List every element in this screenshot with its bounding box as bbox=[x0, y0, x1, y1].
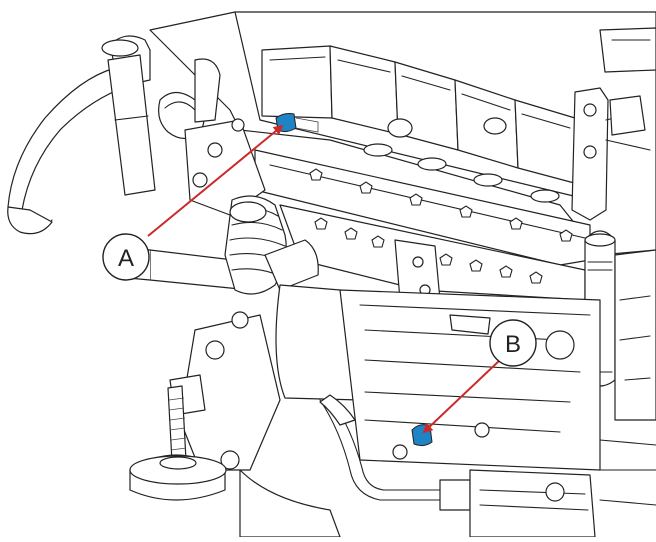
left-bracket bbox=[184, 118, 266, 216]
mounting-plate bbox=[394, 239, 441, 309]
intake-manifold bbox=[254, 143, 591, 266]
callout-b: B bbox=[489, 319, 537, 367]
valve-cover bbox=[149, 11, 656, 256]
intake-pipe bbox=[7, 35, 156, 235]
callout-b-label: B bbox=[505, 331, 521, 358]
hose-clamp bbox=[158, 58, 221, 140]
lower-pipes bbox=[239, 394, 656, 538]
filter-housing bbox=[275, 284, 601, 471]
callout-a: A bbox=[102, 233, 150, 281]
lifting-bracket bbox=[571, 87, 651, 221]
engine-mount bbox=[129, 311, 281, 501]
callout-a-label: A bbox=[118, 245, 134, 272]
callout-a-arrow bbox=[147, 124, 284, 237]
corrugated-boot bbox=[224, 195, 319, 295]
callout-b-arrow bbox=[422, 359, 501, 434]
